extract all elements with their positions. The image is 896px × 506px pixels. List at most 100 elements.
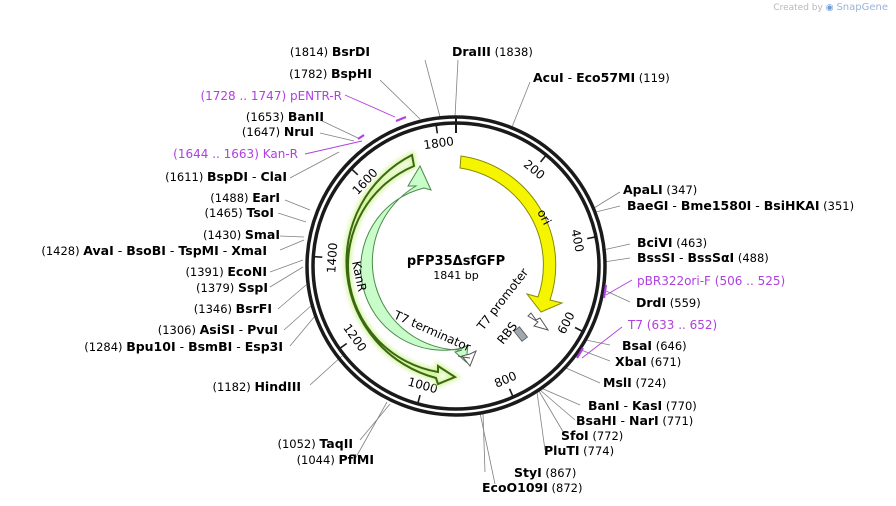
- primer-name: Kan-R: [263, 147, 298, 161]
- primer-name: pENTR-R: [290, 89, 342, 103]
- enzyme-separator: -: [620, 398, 632, 413]
- primer-name: T7: [627, 318, 643, 332]
- enzyme-separator: -: [751, 198, 763, 213]
- enzyme-separator: -: [564, 70, 576, 85]
- enzyme-name: MslI: [603, 375, 632, 390]
- site-position: (347): [663, 183, 698, 197]
- plasmid-name: pFP35ΔsfGFP: [407, 254, 505, 269]
- enzyme-name: NarI: [629, 413, 659, 428]
- enzyme-name: BsmBI: [188, 339, 232, 354]
- scale-tick: [313, 255, 323, 259]
- site-label-sfoi: SfoI (772): [561, 428, 623, 443]
- primer-leaders: [304, 94, 633, 359]
- site-position: (774): [580, 444, 615, 458]
- site-label-bsai: BsaI (646): [622, 338, 687, 353]
- enzyme-separator: -: [617, 413, 629, 428]
- enzyme-separator: -: [235, 322, 247, 337]
- site-position: (1391): [185, 265, 227, 279]
- primer-label-kanr-primer: (1644 .. 1663) Kan-R: [173, 147, 298, 161]
- site-position: (867): [542, 466, 577, 480]
- site-position: (559): [666, 296, 701, 310]
- site-position: (119): [635, 71, 670, 85]
- site-label-bani: BanI - KasI (770): [588, 398, 697, 413]
- enzyme-name: SspI: [238, 280, 268, 295]
- enzyme-name: BsiHKAI: [764, 198, 820, 213]
- site-position: (1306): [158, 323, 200, 337]
- primer-label-pbr322: pBR322ori-F (506 .. 525): [637, 274, 785, 288]
- primer-range: (1728 .. 1747): [200, 89, 286, 103]
- feature-t7prom-label: T7 promoter: [474, 265, 532, 333]
- snapgene-logo-icon: ◉: [825, 3, 834, 13]
- enzyme-name: BsaI: [622, 338, 652, 353]
- site-label-asisi: (1306) AsiSI - PvuI: [158, 322, 278, 337]
- feature-ori-label: ori: [534, 207, 554, 227]
- feature-kanr-arrow: [345, 153, 458, 386]
- scale-tick-label: 1400: [324, 242, 340, 273]
- primer-range: (506 .. 525): [715, 274, 785, 288]
- enzyme-name: XmaI: [231, 243, 267, 258]
- site-label-bsphi: (1782) BspHI: [289, 66, 372, 81]
- scale-tick: [435, 124, 439, 134]
- enzyme-name: XbaI: [615, 354, 647, 369]
- site-label-bpu10i: (1284) Bpu10I - BsmBI - Esp3I: [84, 339, 283, 354]
- feature-rbs-box: [513, 326, 529, 342]
- site-label-bsahi: BsaHI - NarI (771): [576, 413, 693, 428]
- site-label-econi: (1391) EcoNI: [185, 264, 267, 279]
- enzyme-name: DraIII: [452, 44, 491, 59]
- feature-ori-arrow: [459, 155, 564, 313]
- site-label-styi: StyI (867): [514, 465, 576, 480]
- primer-range: (633 .. 652): [647, 318, 717, 332]
- plasmid-length: 1841 bp: [433, 269, 478, 282]
- site-label-hindiii: (1182) HindIII: [213, 379, 301, 394]
- site-position: (772): [589, 429, 624, 443]
- snapgene-credit: Created by ◉ SnapGene: [773, 2, 888, 13]
- site-position: (1488): [210, 191, 252, 205]
- site-position: (1052): [277, 437, 319, 451]
- enzyme-separator: -: [114, 243, 126, 258]
- site-position: (488): [734, 251, 769, 265]
- site-position: (1782): [289, 67, 331, 81]
- site-label-taqii: (1052) TaqII: [277, 436, 353, 451]
- enzyme-separator: -: [166, 243, 178, 258]
- site-label-pflmi: (1044) PflMI: [297, 452, 374, 467]
- enzyme-name: Eco57MI: [576, 70, 635, 85]
- site-label-bspdi: (1611) BspDI - ClaI: [165, 169, 287, 184]
- scale-tick: [587, 236, 597, 240]
- scale-tick-label: 800: [492, 369, 519, 391]
- enzyme-name: SfoI: [561, 428, 589, 443]
- site-label-bsrfi: (1346) BsrFI: [194, 301, 272, 316]
- scale-tick-marks: [313, 124, 597, 404]
- site-label-banii: (1653) BanII: [246, 109, 324, 124]
- feature-kanr-body: [360, 164, 469, 364]
- site-position: (1465): [205, 206, 247, 220]
- primer-name: pBR322ori-F: [637, 274, 711, 288]
- primer-labels: (1728 .. 1747) pENTR-R (1644 .. 1663) Kan…: [173, 89, 785, 332]
- site-label-sspi: (1379) SspI: [196, 280, 268, 295]
- site-position: (1379): [196, 281, 238, 295]
- feature-t7prom-arrow: [527, 312, 550, 331]
- scale-tick: [508, 388, 514, 398]
- enzyme-name: AcuI: [533, 70, 564, 85]
- feature-kanr-label: KanR: [349, 260, 369, 293]
- site-position: (646): [652, 339, 687, 353]
- leader-lines: [269, 59, 631, 485]
- enzyme-name: AvaI: [83, 243, 113, 258]
- enzyme-name: BsrFI: [236, 301, 272, 316]
- site-label-acui: AcuI - Eco57MI (119): [533, 70, 670, 85]
- enzyme-name: BsaHI: [576, 413, 617, 428]
- site-label-xbai: XbaI (671): [615, 354, 681, 369]
- site-label-eari: (1488) EarI: [210, 190, 280, 205]
- enzyme-name: PluTI: [544, 443, 580, 458]
- enzyme-separator: -: [232, 339, 244, 354]
- site-label-msli: MslI (724): [603, 375, 666, 390]
- site-label-bcivi: BciVI (463): [637, 235, 707, 250]
- enzyme-name: BssSI: [637, 250, 675, 265]
- site-label-bsssi: BssSI - BssSαI (488): [637, 250, 769, 265]
- primer-label-pentr: (1728 .. 1747) pENTR-R: [200, 89, 342, 103]
- site-label-eco0109i: EcoO109I (872): [482, 480, 583, 495]
- site-label-draiii: DraIII (1838): [452, 44, 533, 59]
- site-position: (1346): [194, 302, 236, 316]
- enzyme-name: EcoO109I: [482, 480, 548, 495]
- site-position: (1647): [242, 125, 284, 139]
